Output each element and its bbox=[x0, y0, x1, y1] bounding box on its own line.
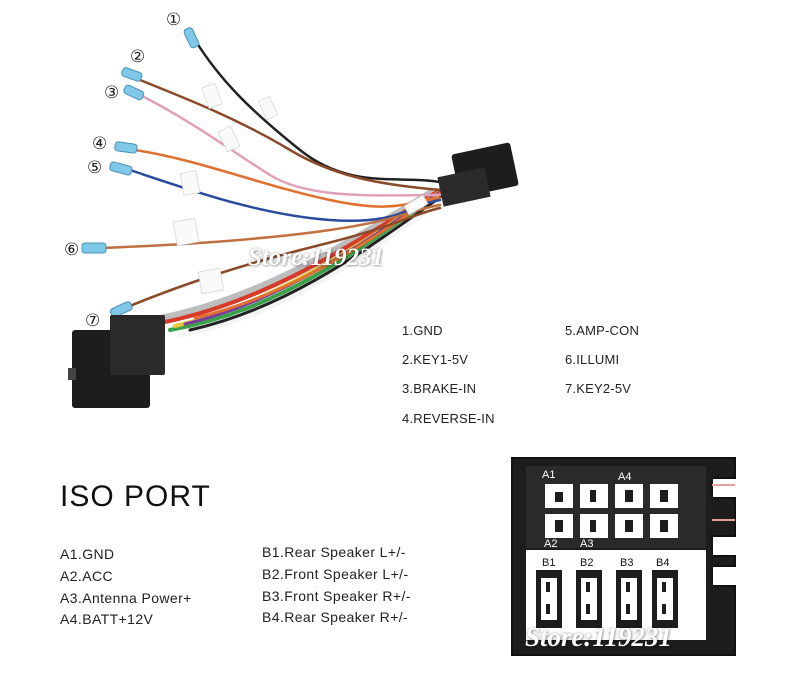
connector-label-a1: A1 bbox=[542, 469, 555, 481]
iso-a2-label: A2.ACC bbox=[60, 568, 113, 584]
wire-number-4: ④ bbox=[92, 134, 108, 153]
iso-a1-label: A1.GND bbox=[60, 546, 115, 562]
connector-label-b1: B1 bbox=[542, 557, 555, 569]
connector-label-a4: A4 bbox=[618, 471, 631, 483]
wire-number-1: ① bbox=[166, 10, 182, 29]
connector-label-a2: A2 bbox=[544, 538, 557, 550]
wire-number-7: ⑦ bbox=[85, 311, 101, 330]
wire-function-4: 4.REVERSE-IN bbox=[402, 411, 495, 426]
wire-number-3: ③ bbox=[104, 83, 120, 102]
iso-b1-label: B1.Rear Speaker L+/- bbox=[262, 544, 406, 560]
iso-a4-label: A4.BATT+12V bbox=[60, 611, 154, 627]
wire-function-7: 7.KEY2-5V bbox=[565, 381, 632, 396]
right-connector bbox=[437, 142, 519, 207]
iso-b3-label: B3.Front Speaker R+/- bbox=[262, 588, 411, 604]
connector-label-a3: A3 bbox=[580, 538, 593, 550]
connector-label-b4: B4 bbox=[656, 557, 669, 569]
store-watermark-bottom: Store:119231 bbox=[525, 622, 673, 652]
wire-number-6: ⑥ bbox=[64, 240, 80, 259]
iso-a3-label: A3.Antenna Power+ bbox=[60, 590, 192, 606]
connector-label-b2: B2 bbox=[580, 557, 593, 569]
iso-b2-label: B2.Front Speaker L+/- bbox=[262, 566, 409, 582]
wire-function-2: 2.KEY1-5V bbox=[402, 352, 469, 367]
wire-2 bbox=[138, 78, 442, 192]
store-watermark-top: Store:119231 bbox=[248, 244, 385, 271]
wire-1 bbox=[193, 38, 442, 184]
wire-function-5: 5.AMP-CON bbox=[565, 323, 640, 338]
left-connector bbox=[68, 315, 165, 408]
wire-function-3: 3.BRAKE-IN bbox=[402, 381, 477, 396]
wire-function-6: 6.ILLUMI bbox=[565, 352, 620, 367]
wire-7 bbox=[118, 206, 442, 312]
wire-3 bbox=[138, 93, 442, 197]
iso-port-title: ISO PORT bbox=[60, 480, 211, 513]
wire-function-1: 1.GND bbox=[402, 323, 443, 338]
wire-number-2: ② bbox=[130, 47, 146, 66]
wire-number-5: ⑤ bbox=[87, 158, 103, 177]
connector-label-b3: B3 bbox=[620, 557, 633, 569]
iso-b4-label: B4.Rear Speaker R+/- bbox=[262, 609, 409, 625]
